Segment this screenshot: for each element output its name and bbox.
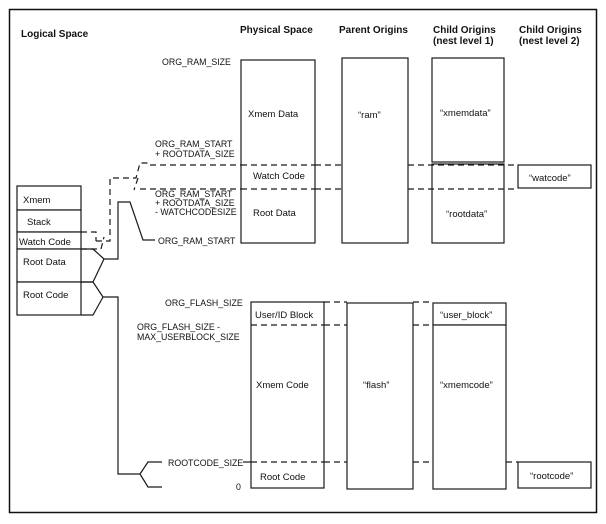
physical-root-data: Root Data	[253, 208, 296, 219]
physical-xmem-data: Xmem Data	[248, 109, 299, 120]
parent-ram-block	[341, 57, 409, 244]
logical-xmem-label: Xmem	[23, 195, 51, 206]
header-logical-space: Logical Space	[21, 29, 89, 40]
label-root-top-3: - WATCHCODESIZE	[155, 207, 237, 217]
root-data-connector	[81, 201, 155, 283]
header-physical-space: Physical Space	[240, 25, 313, 36]
header-child-origins-2: Child Origins	[519, 25, 582, 36]
physical-ram-block	[240, 59, 316, 244]
label-flash-user-1: ORG_FLASH_SIZE -	[137, 322, 220, 332]
physical-xmem-code: Xmem Code	[256, 380, 309, 391]
child-xmemcode-label: “xmemcode”	[440, 380, 493, 391]
child-watcode-label: “watcode”	[529, 173, 571, 184]
header-child-origins-1-sub: (nest level 1)	[433, 36, 494, 47]
root-data-connector-top	[81, 248, 105, 260]
child-rootdata-label: “rootdata”	[446, 209, 487, 220]
logical-stack-label: Stack	[27, 217, 51, 228]
watch-code-connector-diag	[133, 177, 139, 191]
child-rootcode-label: “rootcode”	[530, 471, 573, 482]
header-child-origins-1: Child Origins	[433, 25, 496, 36]
child-rootdata-block	[431, 163, 505, 244]
child-xmemcode-block	[432, 324, 507, 490]
logical-root-data	[16, 248, 82, 283]
physical-user-id-block: User/ID Block	[255, 310, 313, 321]
header-child-origins-2-sub: (nest level 2)	[519, 36, 580, 47]
label-watch-top-2: + ROOTDATA_SIZE	[155, 149, 235, 159]
physical-watch-code: Watch Code	[253, 171, 305, 182]
label-org-ram-size: ORG_RAM_SIZE	[162, 57, 231, 67]
physical-flash-block	[250, 301, 325, 489]
logical-space-stack: Xmem Stack Watch Code Root Data Root Cod…	[16, 185, 82, 316]
logical-root-code-label: Root Code	[23, 290, 68, 301]
label-zero: 0	[236, 482, 241, 492]
label-root-top-2: + ROOTDATA_SIZE	[155, 198, 235, 208]
label-watch-top-1: ORG_RAM_START	[155, 139, 233, 149]
child-xmemdata-label: “xmemdata”	[440, 108, 491, 119]
child-watcode-block	[517, 164, 592, 189]
label-rootcode-size: ROOTCODE_SIZE	[168, 458, 243, 468]
parent-flash-block	[346, 302, 414, 490]
label-root-top-1: ORG_RAM_START	[155, 189, 233, 199]
child-rootcode-block	[517, 461, 592, 489]
label-flash-user-2: MAX_USERBLOCK_SIZE	[137, 332, 240, 342]
header-parent-origins: Parent Origins	[339, 25, 408, 36]
child-user-block-label: “user_block”	[440, 310, 492, 321]
root-code-connector	[81, 281, 162, 488]
label-org-ram-start: ORG_RAM_START	[158, 236, 236, 246]
logical-root-code	[16, 281, 82, 316]
diagram-frame	[8, 8, 598, 514]
parent-ram-label: “ram”	[358, 110, 381, 121]
label-org-flash-size: ORG_FLASH_SIZE	[165, 298, 243, 308]
child-xmemdata-block	[431, 57, 505, 163]
logical-watch-code-label: Watch Code	[19, 237, 71, 248]
watch-code-connector	[81, 162, 150, 250]
root-code-connector-bottom	[81, 296, 104, 316]
parent-flash-label: “flash”	[363, 380, 389, 391]
physical-root-code: Root Code	[260, 472, 305, 483]
logical-root-data-label: Root Data	[23, 257, 66, 268]
